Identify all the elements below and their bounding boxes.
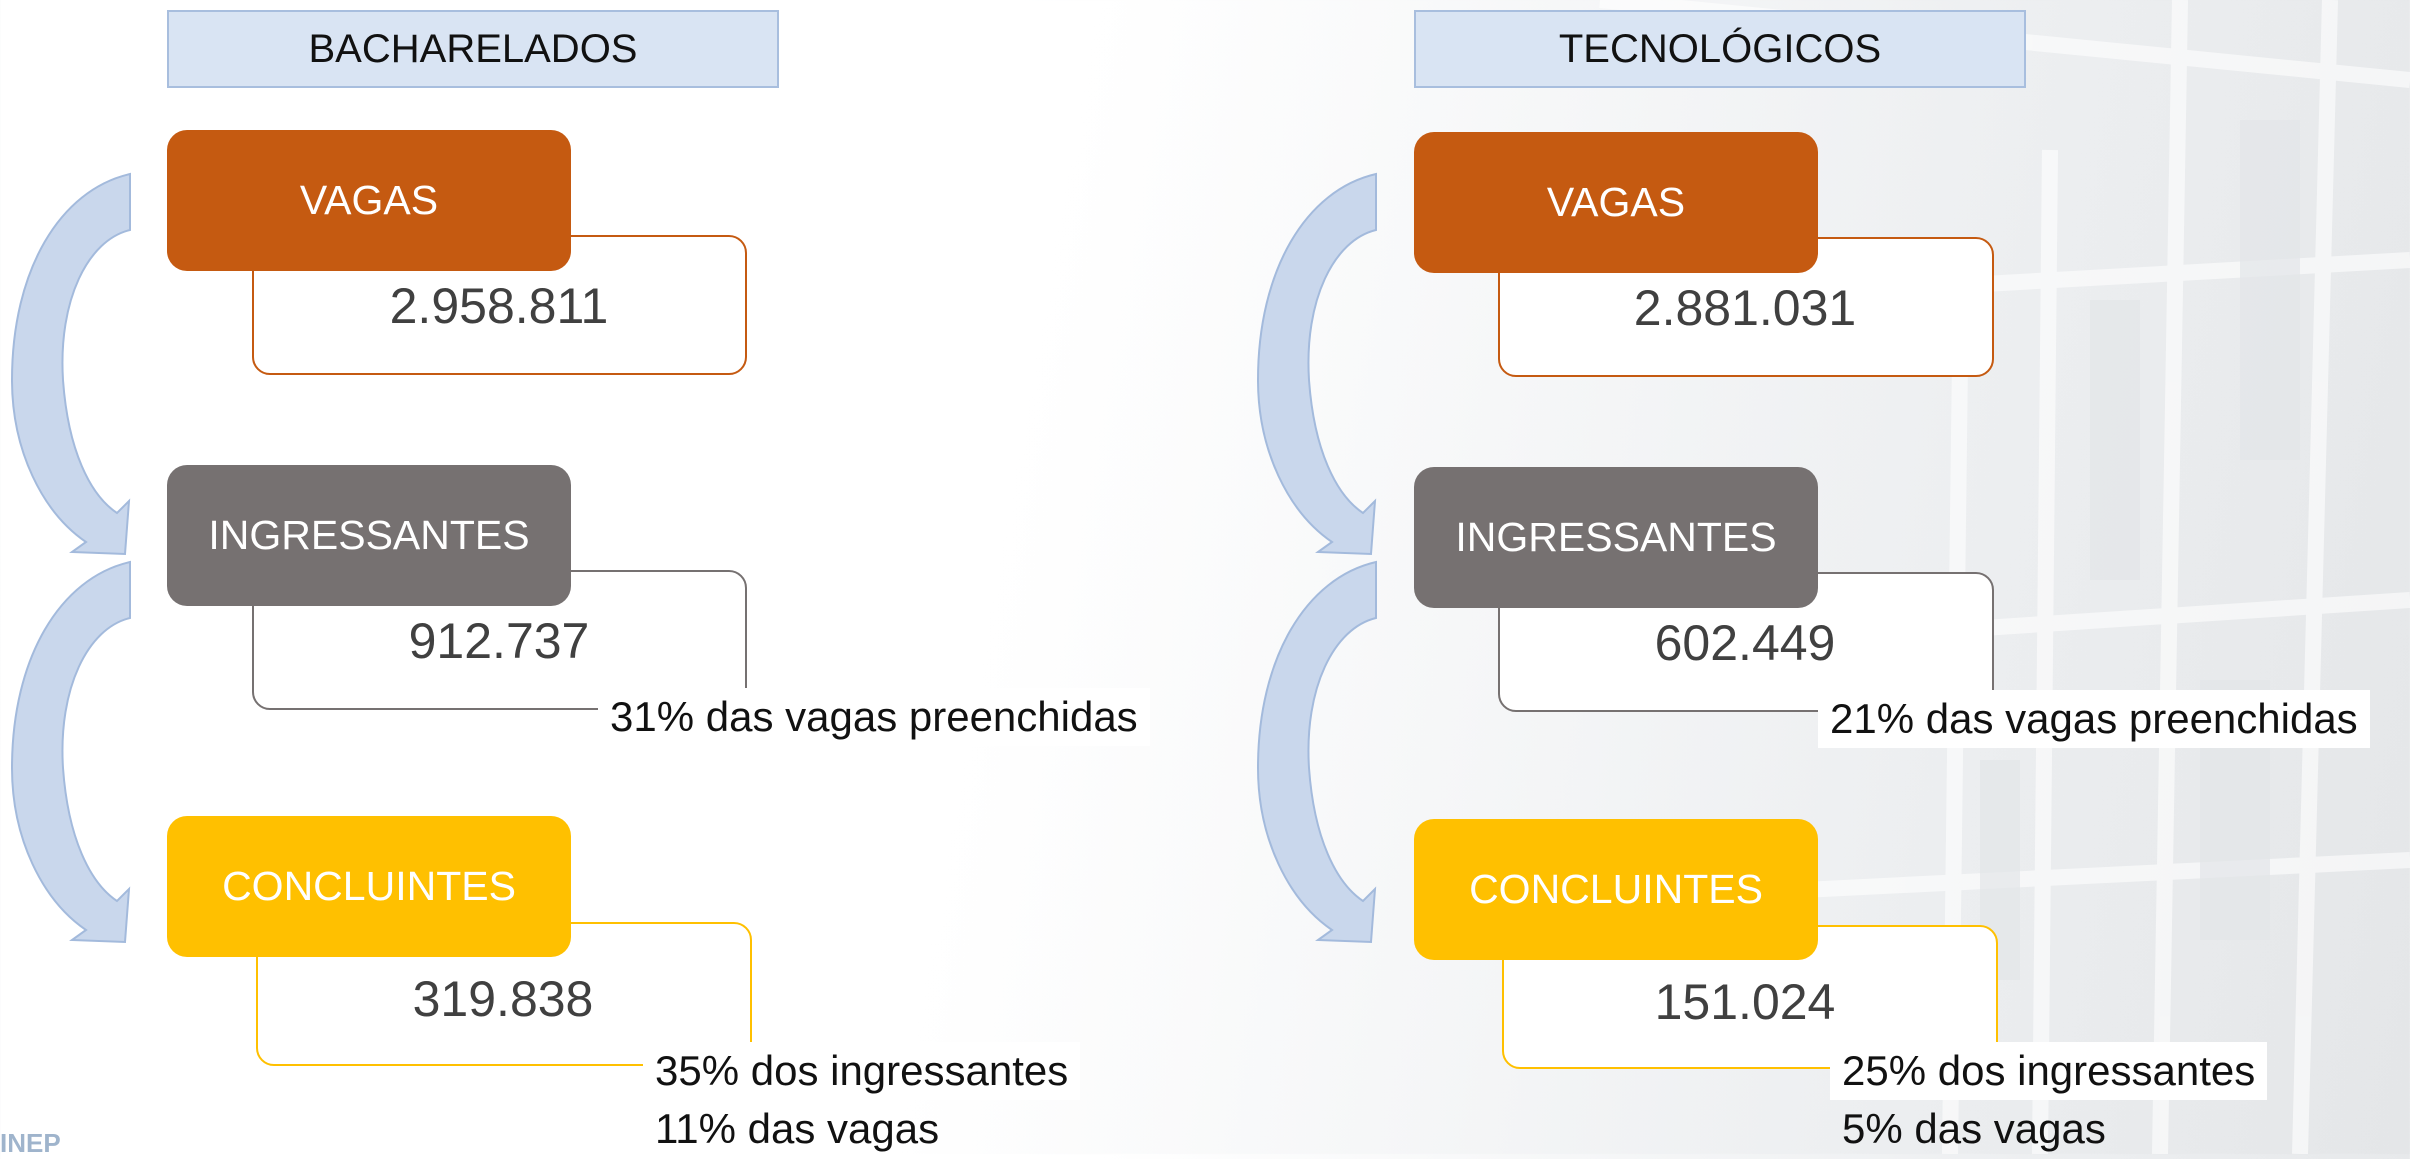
concluintes-vagas-note: 11% das vagas	[655, 1105, 940, 1152]
ingressantes-box: INGRESSANTES	[1414, 467, 1818, 608]
arrow-vagas-to-ingressantes	[1257, 173, 1377, 555]
ingressantes-label: INGRESSANTES	[1455, 514, 1777, 560]
vagas-value: 2.958.811	[389, 278, 609, 334]
concluintes-box: CONCLUINTES	[167, 816, 571, 957]
vagas-label: VAGAS	[299, 177, 439, 223]
ingressantes-percent-note: 21% das vagas preenchidas	[1818, 690, 2370, 748]
concluintes-vagas-note: 5% das vagas	[1842, 1105, 2106, 1152]
arrow-ingressantes-to-concluintes	[11, 561, 131, 943]
header-tecnologicos: TECNOLÓGICOS	[1414, 10, 2026, 88]
arrow-vagas-to-ingressantes	[11, 173, 131, 555]
concluintes-box: CONCLUINTES	[1414, 819, 1818, 960]
inep-logo: INEP	[0, 1128, 61, 1158]
concluintes-value: 151.024	[1654, 974, 1836, 1030]
ingressantes-box: INGRESSANTES	[167, 465, 571, 606]
vagas-box: VAGAS	[1414, 132, 1818, 273]
concluintes-label: CONCLUINTES	[222, 863, 516, 909]
header-label: TECNOLÓGICOS	[1558, 26, 1882, 71]
concluintes-label: CONCLUINTES	[1469, 866, 1763, 912]
vagas-box: VAGAS	[167, 130, 571, 271]
concluintes-ingressantes-note: 35% dos ingressantes	[643, 1042, 1081, 1100]
ingressantes-value: 912.737	[408, 613, 590, 669]
ingressantes-percent-note: 31% das vagas preenchidas	[598, 688, 1150, 746]
header-bacharelados: BACHARELADOS	[167, 10, 779, 88]
header-label: BACHARELADOS	[308, 26, 638, 71]
concluintes-ingressantes-note: 25% dos ingressantes	[1830, 1042, 2268, 1100]
vagas-label: VAGAS	[1546, 179, 1686, 225]
ingressantes-value: 602.449	[1654, 615, 1836, 671]
ingressantes-label: INGRESSANTES	[208, 512, 530, 558]
vagas-value: 2.881.031	[1633, 280, 1857, 336]
concluintes-value: 319.838	[412, 971, 594, 1027]
arrow-ingressantes-to-concluintes	[1257, 561, 1377, 943]
